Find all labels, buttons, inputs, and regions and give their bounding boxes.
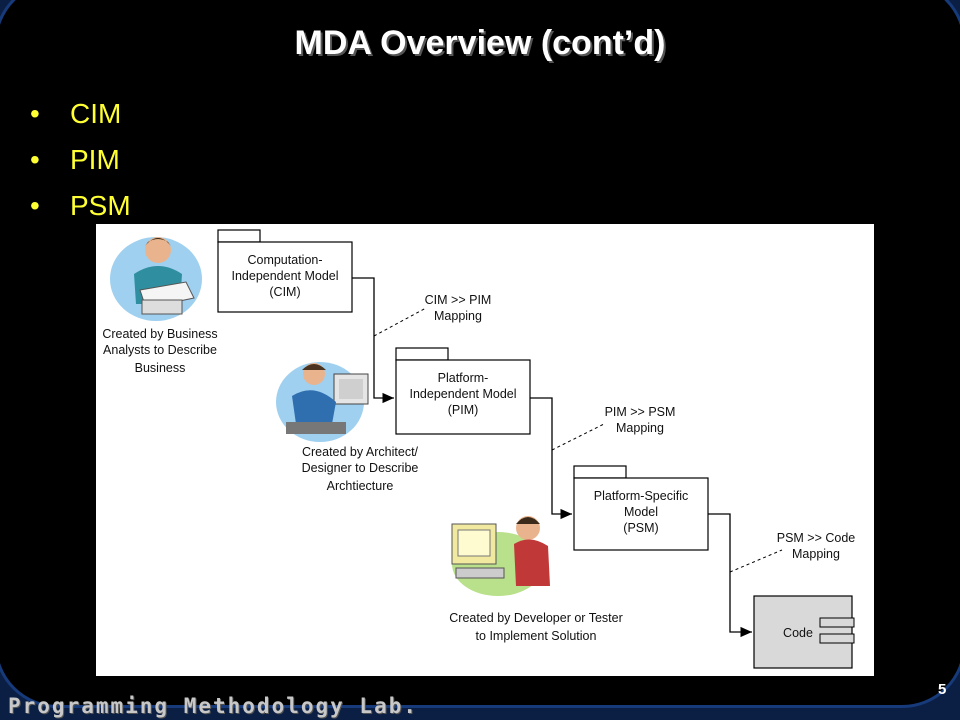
slide-title: MDA Overview (cont’d): [294, 24, 666, 62]
pim-package: Platform- Independent Model (PIM): [395, 347, 531, 435]
cim-package: Computation- Independent Model (CIM): [217, 229, 353, 313]
psm-box-line: Model: [624, 505, 658, 519]
bullet-item: • PSM: [30, 186, 131, 232]
pim-box-line: (PIM): [448, 403, 479, 417]
code-box-label: Code: [783, 626, 813, 640]
psm-box-line: (PSM): [623, 521, 658, 535]
caption-developer: Created by Developer or Tester: [449, 611, 622, 625]
mapping-label-cim-pim: CIM >> PIM: [425, 293, 492, 307]
psm-package: Platform-Specific Model (PSM): [573, 465, 709, 551]
mapping-label-pim-psm: Mapping: [616, 421, 664, 435]
caption-architect: Archtiecture: [327, 479, 394, 493]
mapping-connectors: [352, 277, 783, 638]
caption-business: Created by Business: [102, 327, 217, 341]
mda-diagram-svg: Computation- Independent Model (CIM) Pla…: [102, 229, 856, 669]
cim-box-line: (CIM): [269, 285, 300, 299]
architect-illustration-icon: [276, 362, 369, 442]
bullet-dot-icon: •: [30, 98, 40, 129]
mapping-label-cim-pim: Mapping: [434, 309, 482, 323]
pim-box-line: Platform-: [438, 371, 489, 385]
caption-architect: Designer to Describe: [302, 461, 419, 475]
bullet-item: • PIM: [30, 140, 131, 186]
business-analyst-illustration-icon: [110, 237, 202, 321]
page-number: 5: [938, 681, 947, 698]
cim-box-line: Computation-: [247, 253, 322, 267]
developer-illustration-icon: [451, 516, 550, 596]
bullet-text: CIM: [70, 98, 122, 129]
caption-business: Business: [135, 361, 186, 375]
bullet-text: PSM: [70, 190, 131, 221]
mapping-label-pim-psm: PIM >> PSM: [605, 405, 676, 419]
caption-business: Analysts to Describe: [103, 343, 217, 357]
pim-box-line: Independent Model: [409, 387, 516, 401]
bullet-item: • CIM: [30, 94, 131, 140]
caption-architect: Created by Architect/: [302, 445, 419, 459]
mapping-label-psm-code: Mapping: [792, 547, 840, 561]
bullet-text: PIM: [70, 144, 120, 175]
lab-footer-logo: Programming Methodology Lab.: [8, 694, 419, 718]
cim-box-line: Independent Model: [231, 269, 338, 283]
code-component: Code: [753, 595, 855, 669]
bullet-dot-icon: •: [30, 144, 40, 175]
bullet-list: • CIM • PIM • PSM: [30, 94, 131, 232]
caption-developer: to Implement Solution: [476, 629, 597, 643]
mapping-label-psm-code: PSM >> Code: [777, 531, 856, 545]
psm-box-line: Platform-Specific: [594, 489, 688, 503]
mda-diagram: Computation- Independent Model (CIM) Pla…: [96, 224, 874, 676]
bullet-dot-icon: •: [30, 190, 40, 221]
